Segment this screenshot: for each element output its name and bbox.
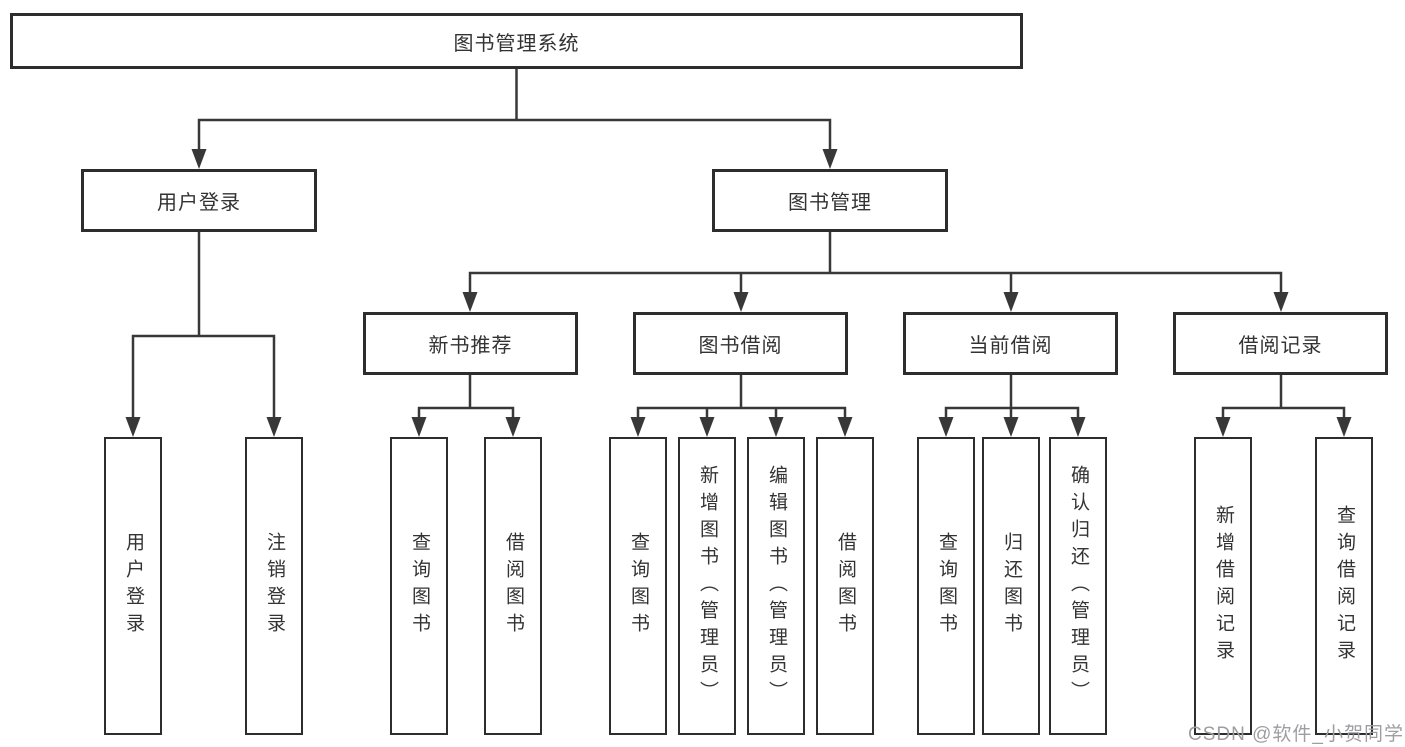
leaf-query-books: 查询图书 xyxy=(917,437,975,735)
leaf-query-books: 查询图书 xyxy=(609,437,667,735)
leaf-confirm-return-admin: 确认归还（管理员） xyxy=(1049,437,1107,735)
leaf-query-books: 查询图书 xyxy=(390,437,448,735)
leaf-return-books: 归还图书 xyxy=(982,437,1040,735)
leaf-query-borrow-record: 查询借阅记录 xyxy=(1315,437,1373,735)
node-user-login: 用户登录 xyxy=(81,169,317,232)
csdn-watermark: CSDN @软件_小贺同学 xyxy=(1188,724,1404,745)
leaf-add-borrow-record: 新增借阅记录 xyxy=(1194,437,1252,735)
node-new-book-recommend: 新书推荐 xyxy=(363,312,578,375)
leaf-logout: 注销登录 xyxy=(245,437,303,735)
node-borrow-record: 借阅记录 xyxy=(1173,312,1388,375)
node-current-borrow: 当前借阅 xyxy=(903,312,1118,375)
node-book-management: 图书管理 xyxy=(712,169,948,232)
leaf-add-books-admin: 新增图书（管理员） xyxy=(678,437,736,735)
leaf-borrow-books: 借阅图书 xyxy=(484,437,542,735)
leaf-edit-books-admin: 编辑图书（管理员） xyxy=(747,437,805,735)
leaf-borrow-books: 借阅图书 xyxy=(816,437,874,735)
node-book-borrow: 图书借阅 xyxy=(633,312,848,375)
leaf-user-login: 用户登录 xyxy=(104,437,162,735)
node-library-management-system: 图书管理系统 xyxy=(10,13,1023,69)
